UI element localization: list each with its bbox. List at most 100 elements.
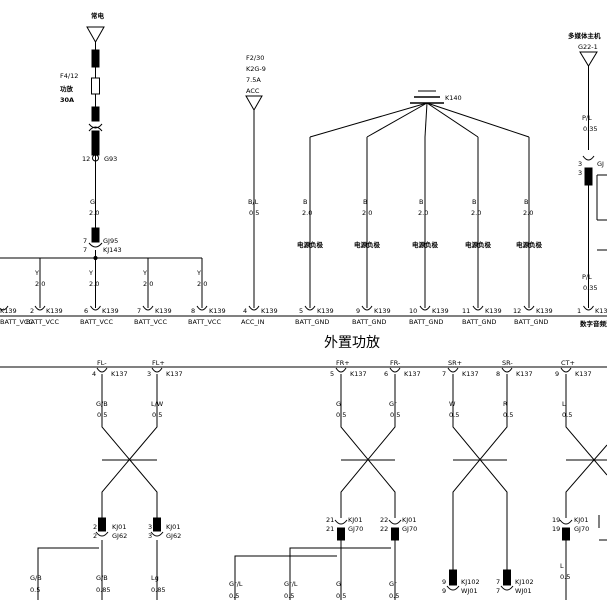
gj95-name: GJ95 (103, 237, 118, 245)
svg-text:K137: K137 (111, 370, 128, 378)
svg-text:B: B (524, 198, 528, 206)
svg-text:KJ01: KJ01 (112, 523, 126, 531)
svg-text:7: 7 (496, 587, 500, 595)
svg-text:电源负极: 电源负极 (516, 240, 543, 249)
svg-text:多媒体主机: 多媒体主机 (568, 31, 601, 40)
svg-text:Gr/L: Gr/L (229, 580, 243, 588)
svg-text:GJ62: GJ62 (166, 532, 181, 540)
svg-text:KJ102: KJ102 (461, 578, 480, 586)
svg-text:22: 22 (380, 525, 388, 533)
svg-text:SR-: SR- (502, 359, 513, 367)
svg-text:Y: Y (88, 269, 93, 277)
svg-text:2.0: 2.0 (89, 280, 99, 288)
host-triangle-icon (579, 51, 598, 67)
svg-text:K139: K139 (432, 307, 449, 315)
svg-text:2.0: 2.0 (35, 280, 45, 288)
svg-text:G22-1: G22-1 (578, 43, 598, 51)
svg-text:Y: Y (196, 269, 201, 277)
svg-text:K139: K139 (536, 307, 553, 315)
svg-text:0.5: 0.5 (560, 573, 570, 581)
svg-text:7: 7 (83, 237, 87, 245)
svg-text:3: 3 (578, 169, 582, 177)
svg-text:BATT_GND: BATT_GND (295, 318, 329, 326)
fuse-icon (91, 77, 100, 95)
svg-text:WJ01: WJ01 (461, 587, 478, 595)
svg-text:K139: K139 (209, 307, 226, 315)
svg-text:21: 21 (326, 525, 334, 533)
svg-text:BATT_VCC: BATT_VCC (134, 318, 167, 326)
svg-text:Y: Y (142, 269, 147, 277)
k140-ground: K140 B 2.0 电源负极 B 2.0 电源负极 B 2.0 电源负极 B … (297, 90, 543, 308)
svg-text:12: 12 (513, 307, 521, 315)
svg-text:SR+: SR+ (448, 359, 462, 367)
svg-text:电源负极: 电源负极 (412, 240, 439, 249)
svg-text:2.0: 2.0 (523, 209, 533, 217)
svg-text:0.5: 0.5 (249, 209, 259, 217)
svg-text:KJ01: KJ01 (574, 516, 588, 524)
svg-text:6: 6 (84, 307, 88, 315)
svg-text:ACC: ACC (246, 87, 260, 95)
svg-text:19: 19 (552, 516, 560, 524)
svg-text:BATT_VCC: BATT_VCC (26, 318, 59, 326)
connector-cup-icon (88, 123, 103, 129)
svg-text:L: L (560, 562, 564, 570)
svg-text:B: B (419, 198, 423, 206)
svg-text:电源负极: 电源负极 (354, 240, 381, 249)
svg-text:G/B: G/B (96, 574, 108, 582)
svg-text:CT+: CT+ (561, 359, 575, 367)
svg-text:0.5: 0.5 (284, 592, 294, 600)
svg-text:G: G (336, 580, 341, 588)
svg-text:2.0: 2.0 (197, 280, 207, 288)
svg-text:5: 5 (330, 370, 334, 378)
svg-text:4: 4 (243, 307, 247, 315)
svg-text:K2G-9: K2G-9 (246, 65, 266, 73)
svg-text:Gr: Gr (389, 400, 397, 408)
svg-text:0.5: 0.5 (449, 411, 459, 419)
power-triangle-icon (86, 26, 105, 44)
svg-text:3: 3 (147, 370, 151, 378)
svg-text:K139: K139 (46, 307, 63, 315)
svg-text:9: 9 (442, 587, 446, 595)
svg-text:K13: K13 (595, 307, 607, 315)
k139-connectors: K139 BATT_VCC 2 K139 BATT_VCC 6 K139 BAT… (0, 305, 607, 326)
svg-text:K137: K137 (516, 370, 533, 378)
svg-text:0.5: 0.5 (503, 411, 513, 419)
svg-text:9: 9 (555, 370, 559, 378)
acc-triangle-icon (245, 95, 263, 112)
svg-text:F2/30: F2/30 (246, 54, 264, 62)
kj-connectors: 2 KJ01 2 GJ62 3 KJ01 3 GJ62 21 KJ01 21 G… (93, 515, 607, 595)
svg-text:K137: K137 (350, 370, 367, 378)
svg-text:B: B (472, 198, 476, 206)
svg-text:0.5: 0.5 (229, 592, 239, 600)
svg-text:KJ01: KJ01 (348, 516, 362, 524)
svg-text:BATT_GND: BATT_GND (352, 318, 386, 326)
svg-text:P/L: P/L (582, 273, 592, 281)
svg-text:K137: K137 (575, 370, 592, 378)
speaker-channels: FL- FL+ 4 K137 3 K137 G/B 0.5 L/W 0.5 FR… (92, 359, 607, 570)
svg-text:5: 5 (299, 307, 303, 315)
svg-text:Lg: Lg (151, 574, 159, 582)
svg-text:0.5: 0.5 (389, 592, 399, 600)
svg-text:4: 4 (92, 370, 96, 378)
svg-text:数字音频流: 数字音频流 (580, 319, 607, 328)
svg-text:电源负极: 电源负极 (465, 240, 492, 249)
svg-text:WJ01: WJ01 (515, 587, 532, 595)
svg-text:K137: K137 (166, 370, 183, 378)
svg-text:BATT_GND: BATT_GND (409, 318, 443, 326)
svg-text:2.0: 2.0 (418, 209, 428, 217)
svg-text:2: 2 (93, 532, 97, 540)
svg-text:B: B (303, 198, 307, 206)
k140-label: K140 (445, 94, 462, 102)
svg-text:0.5: 0.5 (336, 592, 346, 600)
svg-text:0.5: 0.5 (562, 411, 572, 419)
svg-text:2.0: 2.0 (471, 209, 481, 217)
svg-text:9: 9 (442, 578, 446, 586)
svg-text:3: 3 (148, 523, 152, 531)
svg-text:0.85: 0.85 (96, 586, 110, 594)
svg-text:K139: K139 (317, 307, 334, 315)
svg-text:Y: Y (34, 269, 39, 277)
fuse-block-top (91, 49, 100, 68)
svg-text:FR+: FR+ (336, 359, 350, 367)
svg-text:BATT_GND: BATT_GND (514, 318, 548, 326)
